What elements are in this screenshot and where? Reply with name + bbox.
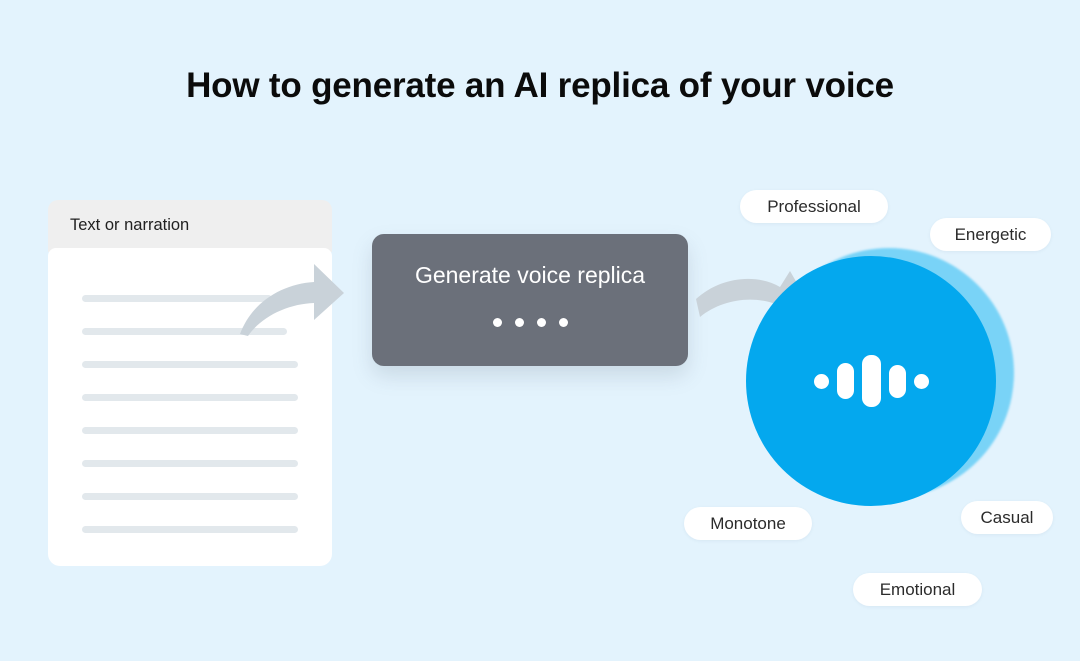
document-placeholder-line xyxy=(82,328,287,335)
voice-trait-pill-emotional[interactable]: Emotional xyxy=(853,573,982,606)
waveform-bar xyxy=(861,355,881,407)
document-placeholder-line xyxy=(82,427,298,434)
voice-trait-pill-casual[interactable]: Casual xyxy=(961,501,1053,534)
generate-voice-replica-card[interactable]: Generate voice replica xyxy=(372,234,688,366)
loading-dots-indicator xyxy=(372,318,688,327)
loading-dot xyxy=(558,318,568,327)
text-document-card: Text or narration xyxy=(48,200,332,566)
page-title: How to generate an AI replica of your vo… xyxy=(186,66,894,105)
document-placeholder-line xyxy=(82,526,298,533)
voice-trait-pill-energetic[interactable]: Energetic xyxy=(930,218,1051,251)
loading-dot xyxy=(536,318,546,327)
voice-trait-pill-professional[interactable]: Professional xyxy=(740,190,888,223)
document-placeholder-line xyxy=(82,460,298,467)
generate-card-label: Generate voice replica xyxy=(414,262,646,288)
waveform-bar xyxy=(888,364,906,398)
document-placeholder-line xyxy=(82,361,298,368)
voice-trait-pill-monotone[interactable]: Monotone xyxy=(684,507,812,540)
waveform-bar xyxy=(913,373,929,389)
document-header-label: Text or narration xyxy=(70,216,190,234)
loading-dot xyxy=(514,318,524,327)
waveform-bar xyxy=(836,363,854,399)
document-placeholder-line xyxy=(82,493,298,500)
voice-waveform-icon xyxy=(746,256,996,506)
document-header-band: Text or narration xyxy=(48,200,332,252)
waveform-bar xyxy=(813,373,829,389)
flow-arrow-document-to-generate-icon xyxy=(240,264,344,336)
loading-dot xyxy=(492,318,502,327)
voice-replica-orb xyxy=(746,248,1014,506)
document-placeholder-line xyxy=(82,295,272,302)
document-placeholder-line xyxy=(82,394,298,401)
